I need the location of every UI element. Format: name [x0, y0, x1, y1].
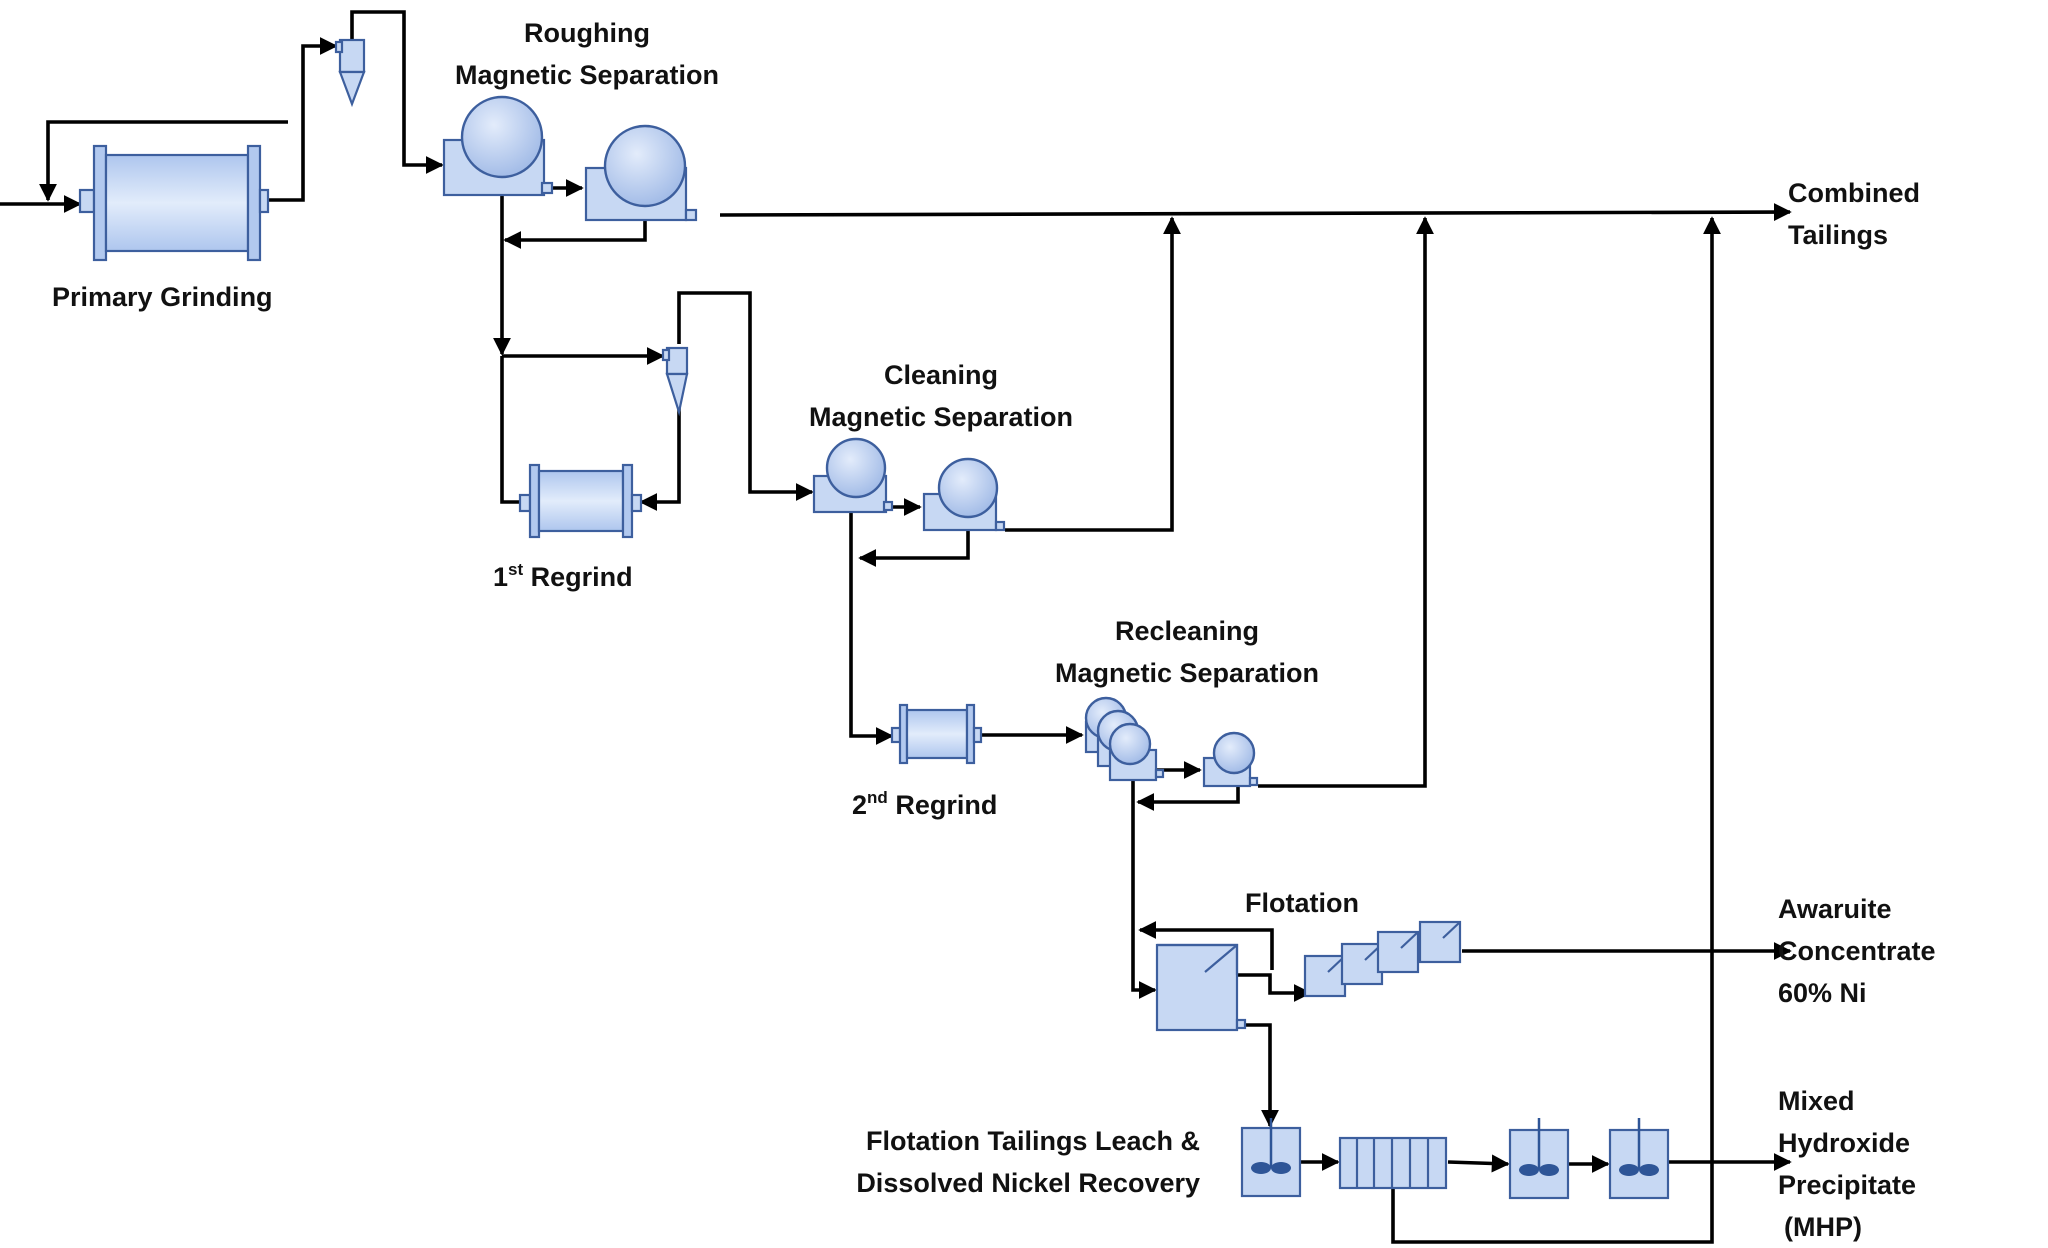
primary-cyclone — [334, 38, 366, 108]
label-combined: Combined — [1788, 178, 1920, 208]
label-mixed: Mixed — [1778, 1086, 1855, 1116]
second-regrind-mill — [890, 703, 983, 765]
label-hydroxide: Hydroxide — [1778, 1128, 1910, 1158]
label-awaruite: Awaruite — [1778, 894, 1892, 924]
label-first-regrind: 1st Regrind — [493, 560, 633, 592]
roughing-separator-1 — [442, 95, 554, 197]
label-concentrate: Concentrate — [1778, 936, 1936, 966]
roughing-separator-2 — [584, 124, 698, 222]
label-second-regrind: 2nd Regrind — [852, 788, 997, 820]
label-flotation: Flotation — [1245, 888, 1359, 918]
cleaning-separator-2 — [922, 457, 1006, 532]
label-precipitate: Precipitate — [1778, 1170, 1916, 1200]
cleaner-flotation-bank — [1303, 920, 1462, 998]
recleaning-separator-2 — [1202, 731, 1259, 788]
label-primary-grinding: Primary Grinding — [52, 282, 273, 312]
cleaning-separator-1 — [812, 437, 894, 514]
first-regrind-mill — [518, 463, 643, 539]
flow-lines — [0, 10, 1792, 1244]
label-leach: Flotation Tailings Leach & — [866, 1126, 1200, 1156]
precipitation-tank-2 — [1608, 1118, 1670, 1200]
label-cleaning: Cleaning — [884, 360, 998, 390]
precipitation-tank-1 — [1508, 1118, 1570, 1200]
label-roughing-mag-sep: Magnetic Separation — [455, 60, 719, 90]
label-mhp: (MHP) — [1784, 1212, 1862, 1242]
leach-tank-1 — [1240, 1118, 1302, 1198]
rougher-flotation-cell — [1155, 943, 1247, 1032]
label-cleaning-mag-sep: Magnetic Separation — [809, 402, 1073, 432]
primary-grinding-mill — [78, 144, 270, 262]
label-recleaning-mag-sep: Magnetic Separation — [1055, 658, 1319, 688]
label-tailings: Tailings — [1788, 220, 1888, 250]
leach-filter — [1338, 1136, 1448, 1190]
label-ni-grade: 60% Ni — [1778, 978, 1867, 1008]
recleaning-separator-bank — [1084, 696, 1165, 782]
label-roughing: Roughing — [524, 18, 650, 48]
label-recleaning: Recleaning — [1115, 616, 1259, 646]
label-nickel-recovery: Dissolved Nickel Recovery — [856, 1168, 1200, 1198]
regrind-cyclone — [661, 346, 689, 417]
